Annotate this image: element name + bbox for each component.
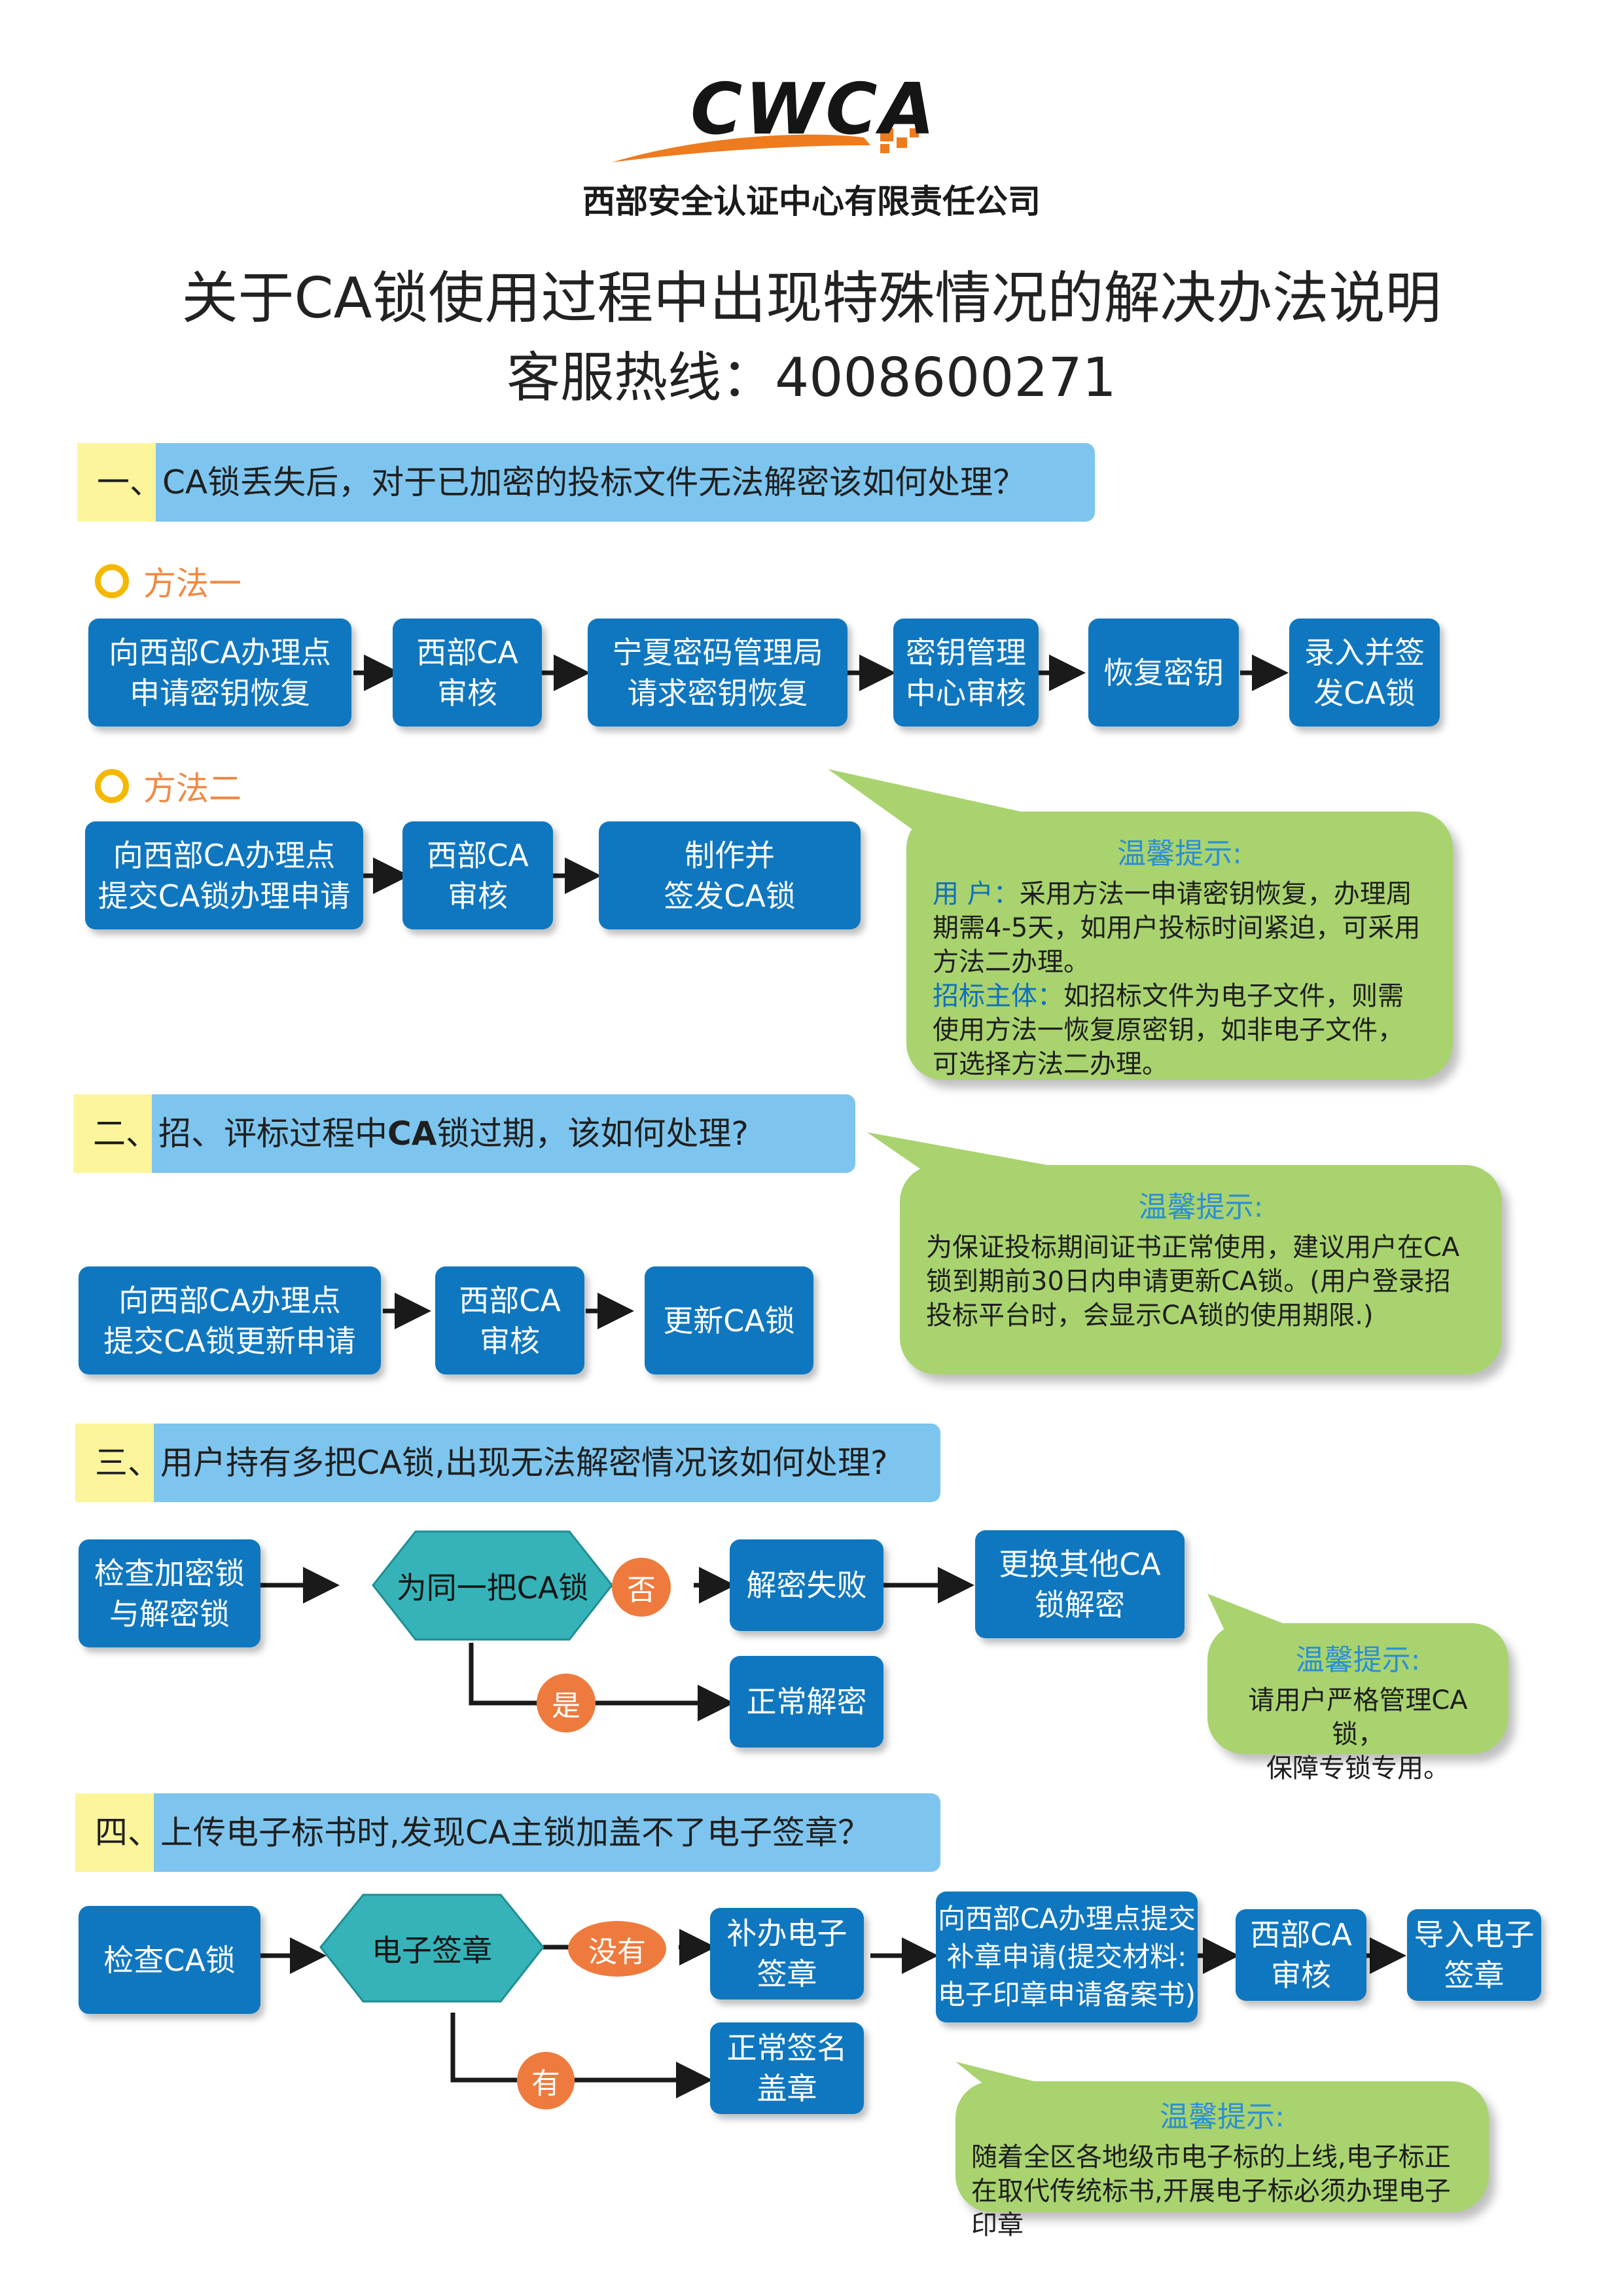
tip-1-body: 用 户：采用方法一申请密钥恢复，办理周期需4-5天，如用户投标时间紧迫，可采用方… — [933, 877, 1427, 1081]
tip-1-title: 温馨提示: — [1117, 837, 1242, 870]
s3-other: 更换其他CA 锁解密 — [975, 1530, 1185, 1638]
method-2-label: 方法二 — [95, 762, 241, 810]
s3-fail: 解密失败 — [730, 1539, 883, 1631]
m1-step-6: 录入并签 发CA锁 — [1289, 619, 1440, 726]
tip-3: 温馨提示: 请用户严格管理CA锁， 保障专锁专用。 — [1207, 1623, 1508, 1784]
circle-bullet-icon — [95, 769, 129, 803]
section-3-heading-text: 三、用户持有多把CA锁,出现无法解密情况该如何处理? — [95, 1444, 888, 1482]
m1-step-4: 密钥管理 中心审核 — [893, 619, 1039, 726]
hotline: 客服热线：4008600271 — [0, 334, 1623, 412]
section-4-heading: 四、上传电子标书时,发现CA主锁加盖不了电子签章？ — [75, 1793, 940, 1872]
s3-check: 检查加密锁 与解密锁 — [79, 1539, 260, 1647]
method-1-label: 方法一 — [95, 558, 241, 605]
s4-apply: 向西部CA办理点提交 补章申请(提交材料: 电子印章申请备案书) — [936, 1892, 1198, 2022]
section-2-heading-text: 二、招、评标过程中CA锁过期，该如何处理? — [93, 1115, 749, 1153]
s4-reissue: 补办电子 签章 — [710, 1908, 864, 2000]
section-1-heading-text: 一、CA锁丢失后，对于已加密的投标文件无法解密该如何处理？ — [97, 463, 1026, 501]
section-4-heading-text: 四、上传电子标书时,发现CA主锁加盖不了电子签章？ — [95, 1814, 871, 1852]
s3-decision: 为同一把CA锁 — [396, 1570, 589, 1605]
tip-2: 温馨提示: 为保证投标期间证书正常使用，建议用户在CA锁到期前30日内申请更新C… — [900, 1165, 1502, 1374]
s4-review: 西部CA 审核 — [1236, 1909, 1366, 2001]
tip-1-user-text: 采用方法一申请密钥恢复，办理周期需4-5天，如用户投标时间紧迫，可采用方法二办理… — [933, 879, 1421, 977]
tip-3-title: 温馨提示: — [1295, 1643, 1421, 1677]
s4-decision: 电子签章 — [372, 1932, 492, 1968]
m1-step-1: 向西部CA办理点 申请密钥恢复 — [88, 619, 351, 726]
tip-1: 温馨提示: 用 户：采用方法一申请密钥恢复，办理周期需4-5天，如用户投标时间紧… — [906, 812, 1453, 1080]
s3-yes-label: 是 — [537, 1674, 596, 1732]
s4-import: 导入电子 签章 — [1407, 1909, 1541, 2001]
tip-1-org-text: 如招标文件为电子文件，则需使用方法一恢复原密钥，如非电子文件，可选择方法二办理。 — [933, 981, 1404, 1079]
section-2-heading: 二、招、评标过程中CA锁过期，该如何处理? — [73, 1094, 855, 1173]
tip-3-body: 请用户严格管理CA锁， 保障专锁专用。 — [1248, 1685, 1468, 1784]
s3-no-label: 否 — [612, 1558, 671, 1617]
tip-4-body: 随着全区各地级市电子标的上线,电子标正在取代传统标书,开展电子标必须办理电子印章 — [971, 2142, 1451, 2240]
s3-normal: 正常解密 — [730, 1656, 883, 1748]
s2-step-2: 西部CA 审核 — [435, 1266, 584, 1374]
section-1-heading: 一、CA锁丢失后，对于已加密的投标文件无法解密该如何处理？ — [77, 443, 1095, 522]
tip-2-title: 温馨提示: — [1138, 1191, 1264, 1224]
m2-step-3: 制作并 签发CA锁 — [599, 821, 861, 929]
tip-2-body: 为保证投标期间证书正常使用，建议用户在CA锁到期前30日内申请更新CA锁。(用户… — [926, 1232, 1460, 1331]
tip-4: 温馨提示: 随着全区各地级市电子标的上线,电子标正在取代传统标书,开展电子标必须… — [955, 2081, 1489, 2240]
m1-step-3: 宁夏密码管理局 请求密钥恢复 — [588, 619, 847, 726]
page-title: 关于CA锁使用过程中出现特殊情况的解决办法说明 — [181, 266, 1442, 331]
s4-check: 检查CA锁 — [79, 1906, 260, 2014]
m2-step-2: 西部CA 审核 — [402, 821, 553, 929]
hotline-label: 客服热线： — [507, 347, 776, 409]
section-3-heading: 三、用户持有多把CA锁,出现无法解密情况该如何处理? — [75, 1424, 940, 1502]
s4-normal: 正常签名 盖章 — [710, 2022, 864, 2114]
hotline-number: 4008600271 — [775, 347, 1116, 409]
s2-step-3: 更新CA锁 — [645, 1266, 813, 1374]
m1-step-5: 恢复密钥 — [1088, 619, 1239, 726]
tip-4-title: 温馨提示: — [1160, 2100, 1285, 2134]
s4-no-label: 没有 — [568, 1921, 666, 1977]
cwca-logo: CWCA — [690, 69, 938, 151]
s4-yes-label: 有 — [517, 2052, 575, 2109]
circle-bullet-icon — [95, 564, 129, 598]
tip-1-user-label: 用 户： — [933, 879, 1020, 909]
m2-step-1: 向西部CA办理点 提交CA锁办理申请 — [85, 821, 363, 929]
m1-step-2: 西部CA 审核 — [393, 619, 542, 726]
company-name: 西部安全认证中心有限责任公司 — [582, 183, 1041, 221]
s2-step-1: 向西部CA办理点 提交CA锁更新申请 — [79, 1266, 381, 1374]
tip-1-org-label: 招标主体： — [933, 981, 1063, 1011]
